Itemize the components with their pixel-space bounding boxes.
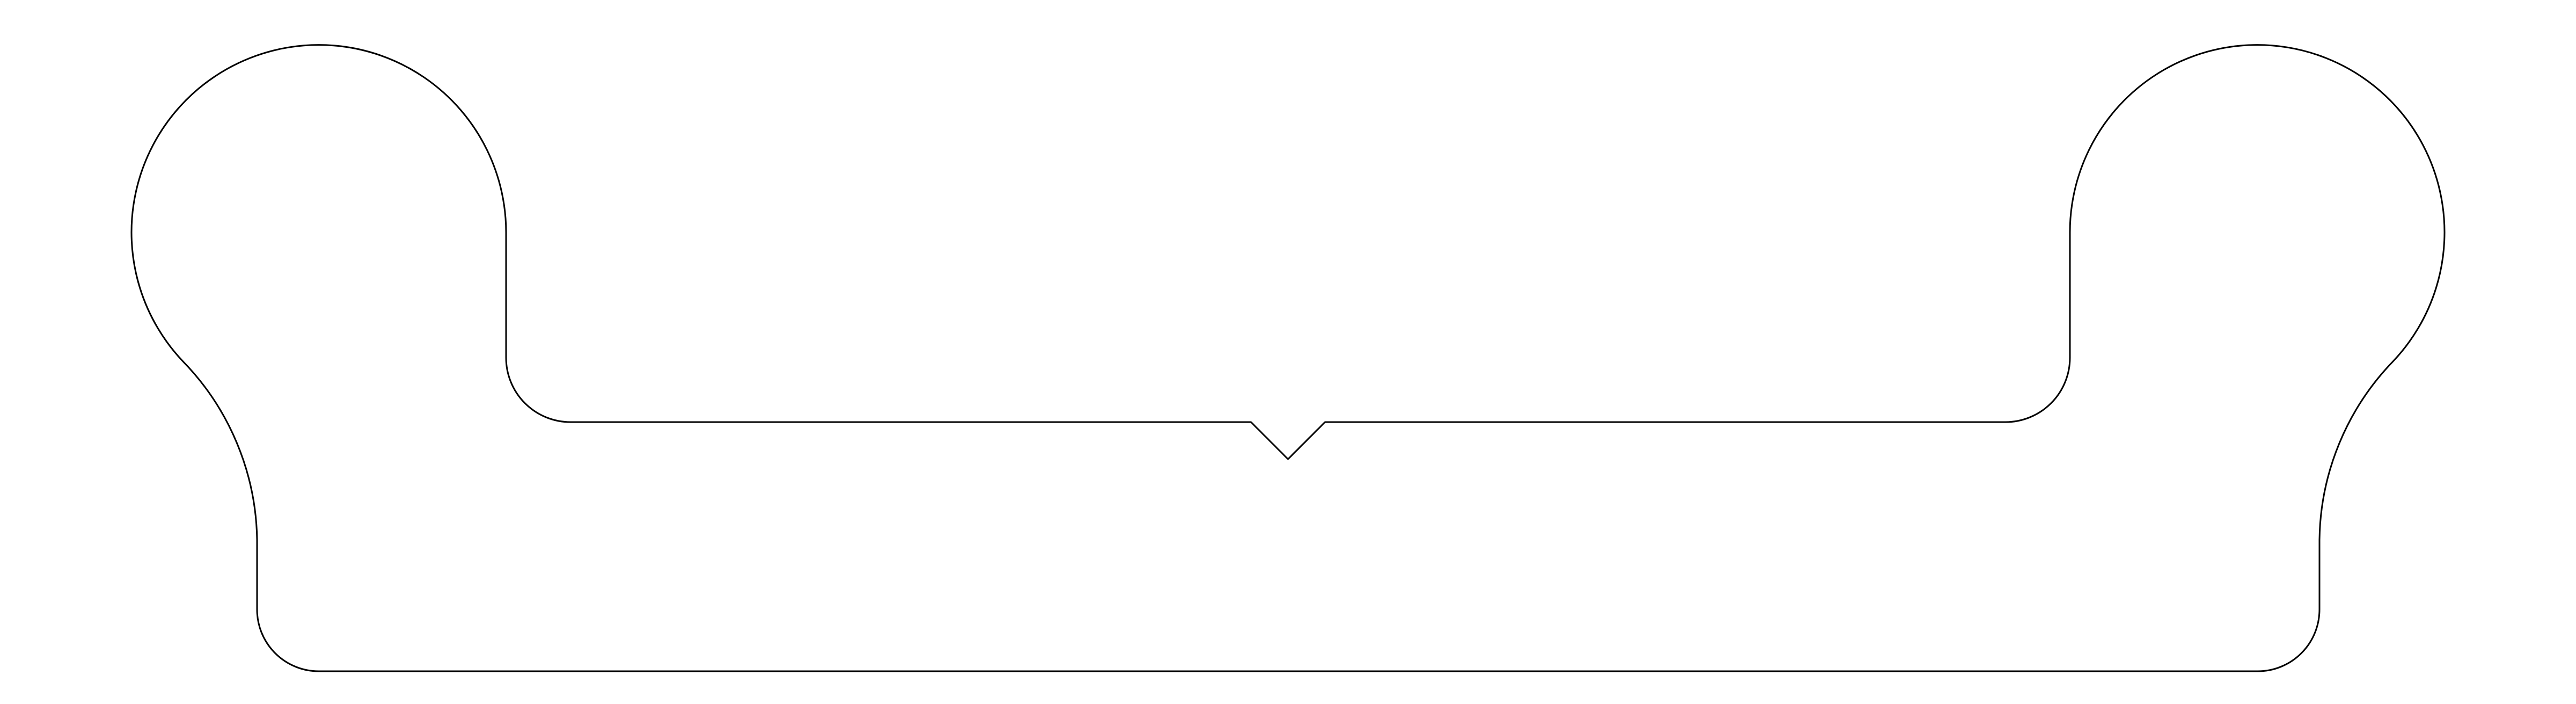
profile-outline [130,44,2446,672]
